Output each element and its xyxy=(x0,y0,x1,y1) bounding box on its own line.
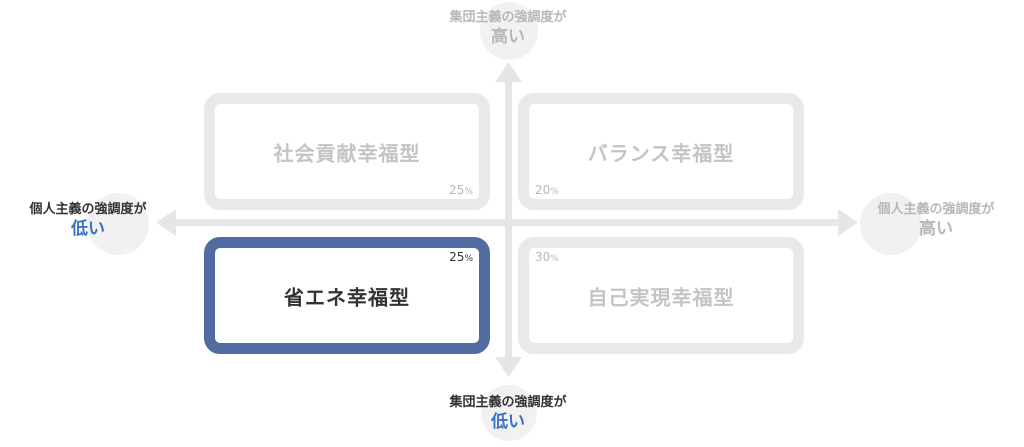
quadrant-top-right-name: バランス幸福型 xyxy=(587,141,735,165)
axis-label-top: 集団主義の強調度が 高い xyxy=(420,10,596,49)
quadrant-top-left-percent-unit: % xyxy=(464,187,473,197)
quadrant-bottom-left[interactable]: 省エネ幸福型 25% xyxy=(204,237,490,354)
axis-label-top-line2: 高い xyxy=(491,27,525,48)
top-label-bubble xyxy=(480,2,538,60)
quadrant-bottom-right-name: 自己実現幸福型 xyxy=(587,285,735,309)
quadrant-bottom-left-percent-value: 25 xyxy=(449,250,465,264)
axis-label-left-line1: 個人主義の強調度が xyxy=(29,202,147,217)
quadrant-bottom-left-percent: 25% xyxy=(449,250,473,264)
axis-label-bottom-line2: 低い xyxy=(491,412,525,433)
left-label-bubble xyxy=(87,193,149,255)
axis-label-bottom: 集団主義の強調度が 低い xyxy=(420,395,596,434)
quadrant-top-right-percent-value: 20 xyxy=(535,183,551,197)
quadrant-top-right-percent: 20% xyxy=(535,183,559,197)
quadrant-bottom-left-name: 省エネ幸福型 xyxy=(284,285,410,309)
bottom-label-bubble xyxy=(481,385,537,441)
horizontal-axis-arrow-left xyxy=(156,209,176,236)
quadrant-bottom-right-percent-unit: % xyxy=(550,254,559,264)
vertical-axis-arrow-up xyxy=(495,62,522,82)
right-label-bubble xyxy=(860,193,922,255)
horizontal-axis-arrow-right xyxy=(838,209,858,236)
axis-label-left-line2: 低い xyxy=(71,219,105,240)
axis-label-right-line1: 個人主義の強調度が xyxy=(877,202,995,217)
quadrant-top-left[interactable]: 社会貢献幸福型 25% xyxy=(204,93,490,210)
quadrant-bottom-left-percent-unit: % xyxy=(464,254,473,264)
axis-label-right-line2: 高い xyxy=(919,219,953,240)
axis-label-left: 個人主義の強調度が 低い xyxy=(0,202,176,241)
quadrant-top-right-percent-unit: % xyxy=(550,187,559,197)
quadrant-top-left-percent-value: 25 xyxy=(449,183,465,197)
quadrant-bottom-right-percent-value: 30 xyxy=(535,250,551,264)
axis-label-bottom-line1: 集団主義の強調度が xyxy=(449,395,567,410)
vertical-axis-arrow-down xyxy=(495,357,522,377)
axis-label-right: 個人主義の強調度が 高い xyxy=(848,202,1024,241)
axis-label-top-line1: 集団主義の強調度が xyxy=(449,10,567,25)
quadrant-bottom-right[interactable]: 自己実現幸福型 30% xyxy=(518,237,804,354)
quadrant-top-left-percent: 25% xyxy=(449,183,473,197)
quadrant-top-right[interactable]: バランス幸福型 20% xyxy=(518,93,804,210)
horizontal-axis-line xyxy=(172,219,842,226)
quadrant-top-left-name: 社会貢献幸福型 xyxy=(273,141,421,165)
quadrant-bottom-right-percent: 30% xyxy=(535,250,559,264)
